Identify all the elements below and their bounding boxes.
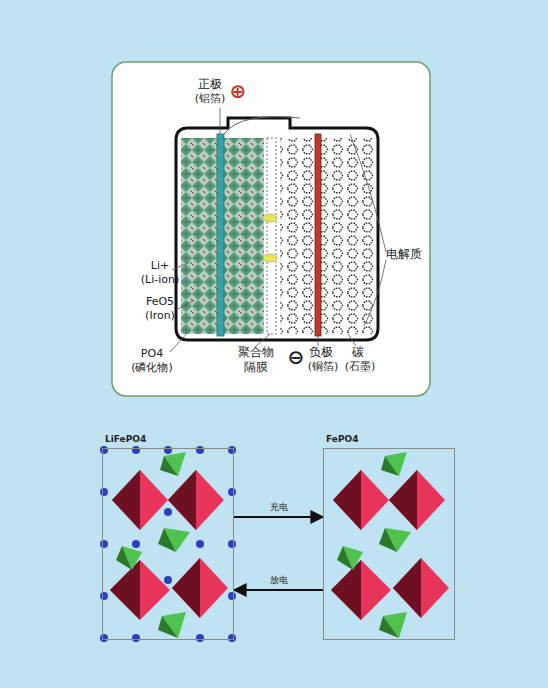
- unit-cell-box: FePO4: [323, 448, 455, 640]
- arrow-label: 充电: [270, 501, 288, 514]
- node-heading: FePO4: [326, 434, 358, 444]
- arrow-label: 放电: [270, 574, 288, 587]
- part-label: 隔膜: [244, 361, 268, 375]
- process-arrow: [234, 516, 323, 518]
- unit-cell-box: LiFePO4: [102, 448, 234, 640]
- part-label: 碳: [352, 346, 364, 360]
- part-label: PO4: [141, 348, 163, 361]
- process-arrow: [234, 589, 323, 591]
- part-label: FeO5: [146, 296, 174, 309]
- part-label: (Li-ion): [141, 274, 180, 287]
- part-label: (铜箔): [308, 361, 339, 374]
- part-label: (磷化物): [131, 362, 173, 375]
- part-label: 聚合物: [238, 346, 274, 360]
- part-label: Li+: [151, 260, 169, 273]
- part-label: (石墨): [345, 361, 376, 374]
- part-label: ⊕: [230, 80, 247, 103]
- part-label: ⊖: [288, 346, 305, 369]
- part-label: 电解质: [386, 248, 422, 262]
- part-label: (铝箔): [195, 93, 226, 106]
- part-label: (Iron): [145, 310, 175, 323]
- part-label: 负极: [309, 346, 333, 360]
- part-label: 正极: [198, 78, 222, 92]
- node-heading: LiFePO4: [105, 434, 146, 444]
